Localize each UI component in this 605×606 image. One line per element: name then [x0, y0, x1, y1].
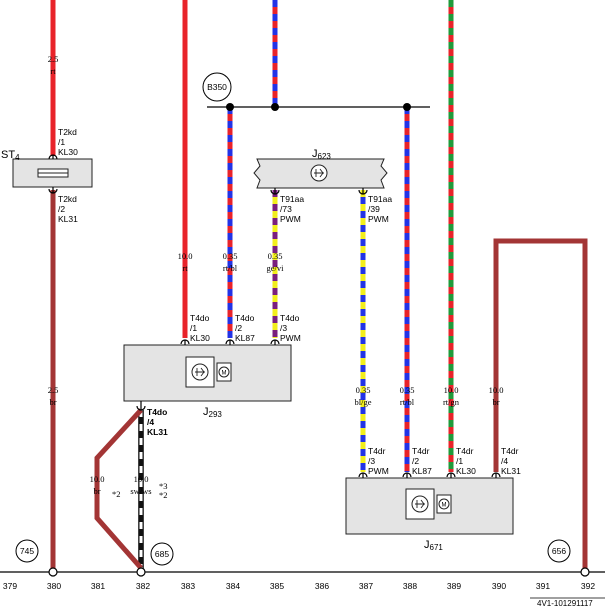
junction-dot-385: [271, 103, 279, 111]
wire-label-382-color: sw/ws: [130, 486, 151, 496]
wire-labels: 2.5 rt 2.5 br 10.0 rt 0.35 rt/bl 0.35 ge…: [48, 54, 504, 496]
ground-terminal-380: [48, 567, 58, 577]
ref-685: 685: [155, 549, 169, 559]
j293-motor-icon-ring: [218, 366, 230, 378]
wire-381: [94, 408, 143, 570]
label-j293: J293: [203, 406, 222, 419]
wire-label-390-size: 10.0: [489, 385, 504, 395]
column-391: 391: [536, 581, 550, 591]
wire-label-381-size: 10.0: [90, 474, 105, 484]
wire-label-389-size: 10.0: [444, 385, 459, 395]
ref-circle-656: [547, 539, 571, 563]
footnote-right-top: *3: [159, 481, 168, 491]
wire-label-380-bot-color: br: [49, 397, 56, 407]
ref-b350: B350: [207, 82, 227, 92]
column-387: 387: [359, 581, 373, 591]
j671-motor-icon-ring: [438, 498, 450, 510]
wire-label-383-color: rt: [182, 263, 188, 273]
wire-label-388-size: 0.35: [400, 385, 415, 395]
wire-label-388-color: rt/bl: [400, 397, 415, 407]
junction-dot-384: [226, 103, 234, 111]
pin-stubs: [52, 155, 497, 478]
ground-terminal-392: [580, 567, 590, 577]
wire-label-389-color: rt/gn: [443, 397, 460, 407]
wire-label-381-color: br: [93, 486, 100, 496]
footnote-right-bottom: *2: [159, 490, 168, 500]
column-389: 389: [447, 581, 461, 591]
column-385: 385: [270, 581, 284, 591]
wire-label-380-top-size: 2.5: [48, 54, 59, 64]
j293-motor-icon-m: M: [222, 371, 227, 377]
wire-label-380-top-color: rt: [50, 66, 56, 76]
wire-label-385-size: 0.35: [268, 251, 283, 261]
column-388: 388: [403, 581, 417, 591]
wire-label-384-color: rt/bl: [223, 263, 238, 273]
junction-dot-388: [403, 103, 411, 111]
column-392: 392: [581, 581, 595, 591]
ref-circle-b350: [202, 72, 232, 102]
wire-label-390-color: br: [492, 397, 499, 407]
ref-circle-685: [150, 542, 174, 566]
wire-label-380-bot-size: 2.5: [48, 385, 59, 395]
column-381: 381: [91, 581, 105, 591]
column-383: 383: [181, 581, 195, 591]
wire-label-382-size: 10.0: [134, 474, 149, 484]
label-st4: ST4: [1, 149, 20, 162]
j623-control-icon-glyph: [314, 168, 324, 178]
j671-motor-icon-m: M: [442, 503, 447, 509]
label-j671: J671: [424, 539, 443, 552]
wire-label-383-size: 10.0: [178, 251, 193, 261]
column-380: 380: [47, 581, 61, 591]
column-390: 390: [492, 581, 506, 591]
ref-745: 745: [20, 546, 34, 556]
wire-label-387-size: 0.35: [356, 385, 371, 395]
ref-circle-745: [15, 539, 39, 563]
j671-control-icon-glyph: [415, 499, 425, 509]
ref-656: 656: [552, 546, 566, 556]
label-j623: J623: [312, 148, 331, 161]
wire-label-384-size: 0.35: [223, 251, 238, 261]
ground-terminal-382: [136, 567, 146, 577]
wire-label-385-color: ge/vi: [267, 263, 285, 273]
column-numbers: 379 380 381 382 383 384 385 386 387 388 …: [3, 581, 595, 591]
column-384: 384: [226, 581, 240, 591]
footnote-left: *2: [112, 489, 121, 499]
j293-control-icon-glyph: [195, 367, 205, 377]
column-379: 379: [3, 581, 17, 591]
column-382: 382: [136, 581, 150, 591]
column-386: 386: [315, 581, 329, 591]
wire-390-392: [493, 238, 588, 572]
doc-id: 4V1-101291117: [537, 599, 593, 606]
wire-label-387-color: bl/ge: [355, 397, 372, 407]
